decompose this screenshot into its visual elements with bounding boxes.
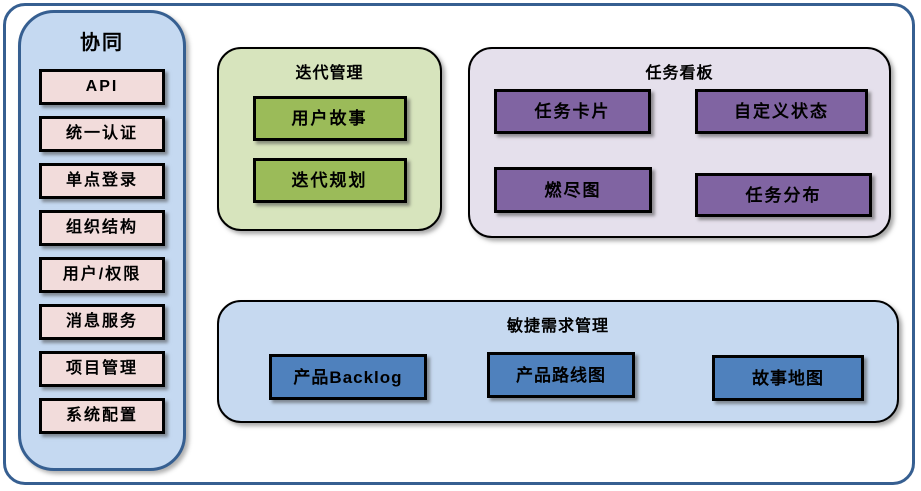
sidebar-items: API 统一认证 单点登录 组织结构 用户/权限 消息服务 项目管理 系统配置 xyxy=(21,69,183,434)
sidebar-item-unified-auth: 统一认证 xyxy=(39,116,165,152)
sidebar-item-api: API xyxy=(39,69,165,105)
panel-agile-requirements: 敏捷需求管理 产品Backlog 产品路线图 故事地图 xyxy=(217,300,899,423)
box-burndown-chart: 燃尽图 xyxy=(494,167,652,213)
outer-frame xyxy=(3,3,915,485)
sidebar-item-org-structure: 组织结构 xyxy=(39,210,165,246)
box-story-map: 故事地图 xyxy=(712,355,864,401)
box-product-backlog: 产品Backlog xyxy=(269,354,427,400)
iteration-items: 用户故事 迭代规划 xyxy=(219,96,440,203)
box-task-card: 任务卡片 xyxy=(494,89,651,134)
sidebar-item-message-service: 消息服务 xyxy=(39,304,165,340)
panel-title-task-board: 任务看板 xyxy=(645,65,714,82)
sidebar-title: 协同 xyxy=(80,32,124,54)
sidebar-item-sso: 单点登录 xyxy=(39,163,165,199)
sidebar-item-system-config: 系统配置 xyxy=(39,398,165,434)
panel-iteration-management: 迭代管理 用户故事 迭代规划 xyxy=(217,47,442,231)
box-user-story: 用户故事 xyxy=(252,96,407,141)
sidebar-item-user-permissions: 用户/权限 xyxy=(39,257,165,293)
panel-title-agile-requirements: 敏捷需求管理 xyxy=(506,318,609,335)
box-task-distribution: 任务分布 xyxy=(695,173,872,217)
sidebar-collaboration-panel: 协同 API 统一认证 单点登录 组织结构 用户/权限 消息服务 项目管理 系统… xyxy=(18,10,186,471)
box-custom-status: 自定义状态 xyxy=(695,89,868,134)
panel-title-iteration-management: 迭代管理 xyxy=(295,65,364,82)
box-iteration-planning: 迭代规划 xyxy=(252,158,407,203)
box-product-roadmap: 产品路线图 xyxy=(487,352,635,398)
panel-task-board: 任务看板 任务卡片 自定义状态 燃尽图 任务分布 xyxy=(468,47,891,238)
sidebar-item-project-management: 项目管理 xyxy=(39,351,165,387)
